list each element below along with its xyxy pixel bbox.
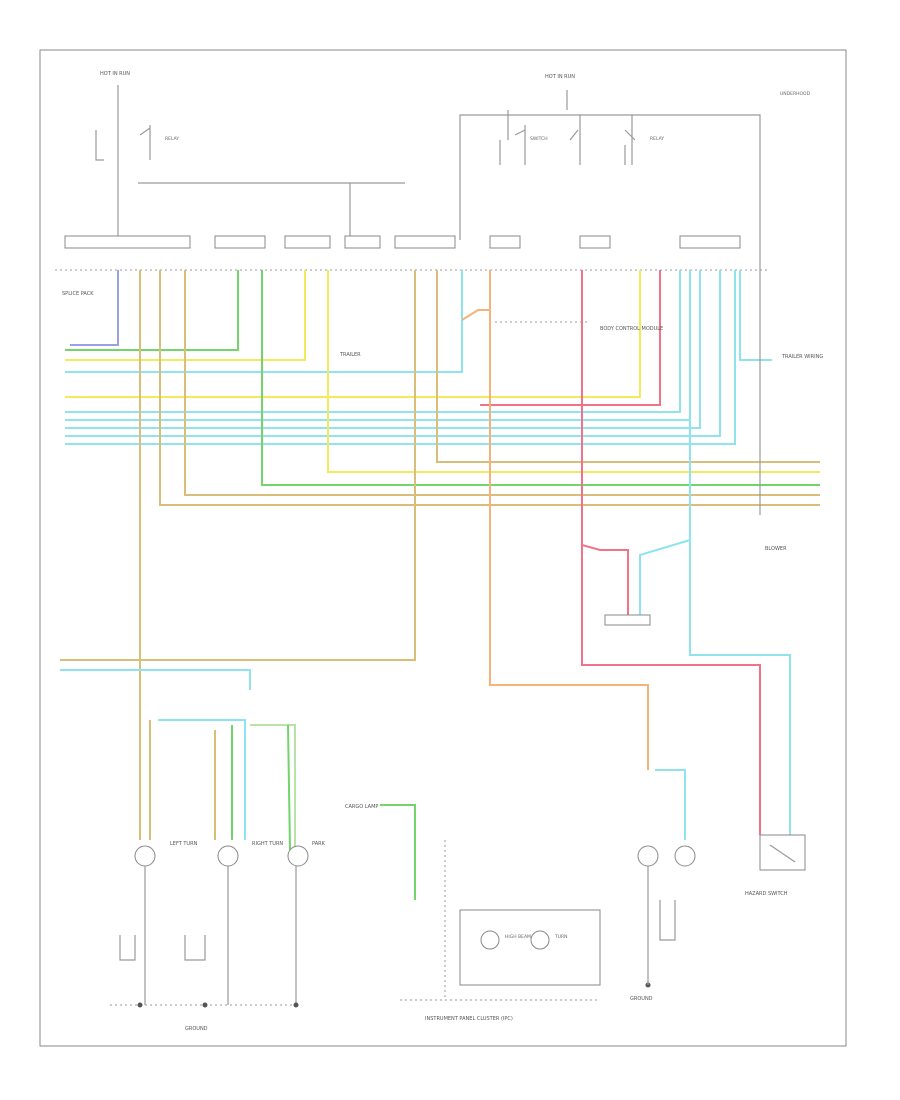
high-beam-label: HIGH BEAM [505, 934, 531, 940]
right-turn-lamp-label: RIGHT TURN [252, 841, 283, 847]
ground-label-left: GROUND [185, 1026, 208, 1032]
hot-in-run-left-label: HOT IN RUN [100, 71, 130, 77]
lamp-assemblies: LEFT TURN RIGHT TURN PARK GROUND [110, 841, 326, 1032]
switch-label: SWITCH [530, 136, 548, 142]
cargo-lamp-label: CARGO LAMP [345, 804, 378, 810]
ipc-footer-label: INSTRUMENT PANEL CLUSTER (IPC) [425, 1016, 513, 1022]
ground-label-right: GROUND [630, 996, 653, 1002]
top-power-feeds: HOT IN RUN HOT IN RUN [100, 71, 761, 270]
fuse-block-top: RELAY SWITCH RELAY UNDERHOOD [95, 91, 811, 165]
left-turn-lamp-label: LEFT TURN [170, 841, 198, 847]
diagram-frame [39, 49, 847, 1047]
instrument-panel-cluster: CARGO LAMP HIGH BEAM TURN INSTRUMENT PAN… [345, 804, 601, 1022]
colored-wires [60, 270, 820, 900]
blower-label: BLOWER [765, 546, 787, 552]
turn-label: TURN [554, 934, 568, 940]
relay-label-right: RELAY [650, 136, 664, 142]
main-connector: SPLICE PACK [55, 235, 770, 297]
body-control-module-label: BODY CONTROL MODULE [600, 326, 663, 332]
park-lamp-label: PARK [312, 841, 326, 847]
underhood-label: UNDERHOOD [780, 91, 811, 97]
trailer-left-label: TRAILER [339, 352, 361, 358]
hazard-switch-group: HAZARD SWITCH GROUND [630, 834, 806, 1002]
hazard-switch-label: HAZARD SWITCH [745, 891, 788, 897]
trailer-wiring-label: TRAILER WIRING [781, 354, 823, 360]
relay-label-left: RELAY [165, 136, 179, 142]
right-trailer-block: TRAILER WIRING BLOWER TRAILER BODY CONTR… [339, 270, 823, 626]
hot-in-run-right-label: HOT IN RUN [545, 74, 575, 80]
body-control-label: SPLICE PACK [62, 291, 94, 297]
